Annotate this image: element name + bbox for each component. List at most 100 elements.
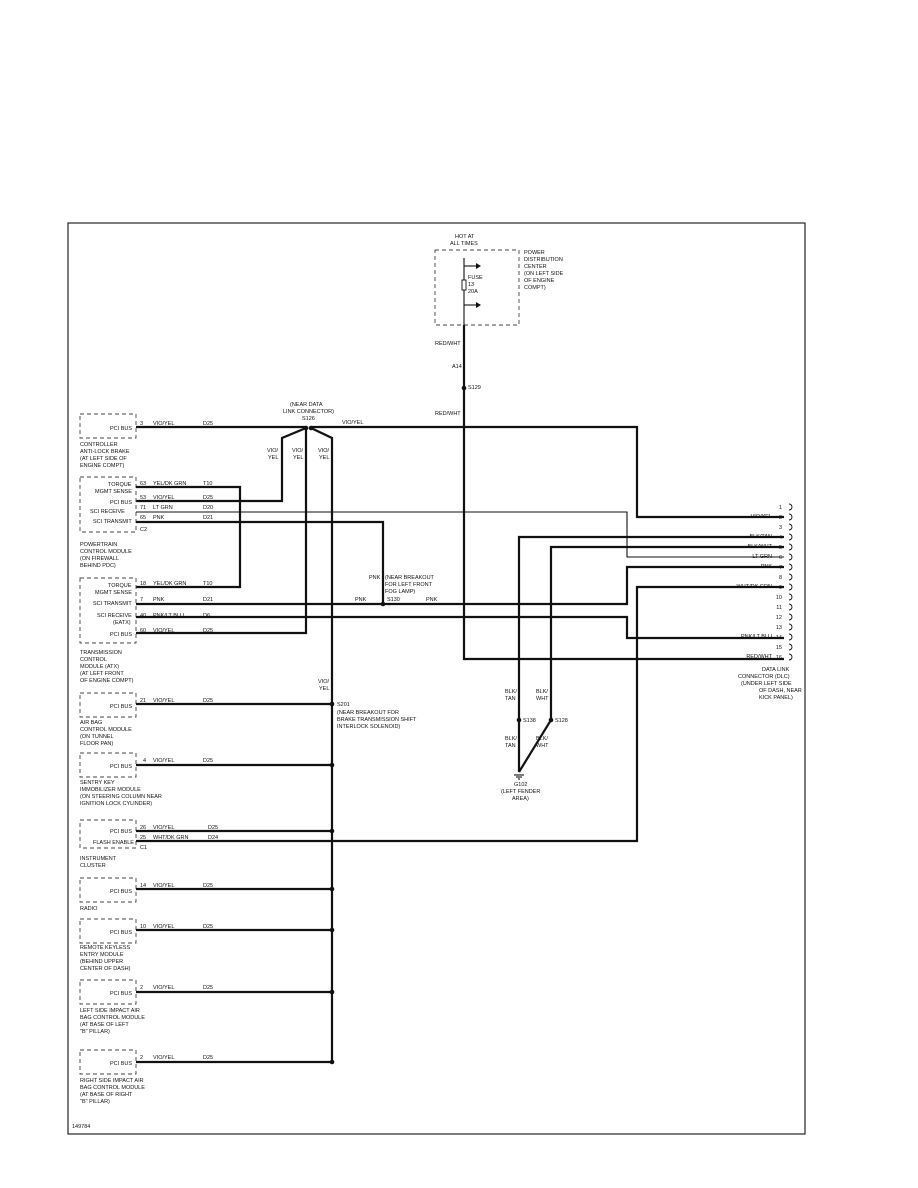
tcm-label-5: OF ENGINE COMPT) bbox=[80, 678, 134, 684]
cluster-module: PCI BUS FLASH ENABLE 26 VIO/YEL D25 25 W… bbox=[79, 819, 218, 869]
rke-label-1: REMOTE KEYLESS bbox=[80, 945, 130, 951]
right-sab-module: PCI BUS 2 VIO/YEL D25 RIGHT SIDE IMPACT … bbox=[79, 1049, 213, 1105]
pcm-label-3: (ON FIREWALL bbox=[80, 556, 119, 562]
dlc-pin-number: 9 bbox=[779, 585, 782, 591]
tcm-pin-name-3: SCI RECEIVE bbox=[97, 613, 132, 619]
s126-drop-3a: VIO/ bbox=[318, 448, 329, 454]
cluster-color-1: WHT/DK GRN bbox=[153, 835, 188, 841]
s126-drop-1a: VIO/ bbox=[267, 448, 278, 454]
gnd-lower-left-1: BLK/ bbox=[505, 736, 517, 742]
hot-at-label-1: HOT AT bbox=[455, 234, 475, 240]
red-wht-feed-to-dlc bbox=[462, 388, 784, 661]
pcm-circuit-2: D25 bbox=[203, 495, 213, 501]
dlc-pin-number: 5 bbox=[779, 545, 782, 551]
gnd-lower-right-2: WHT bbox=[536, 743, 549, 749]
tcm-label-1: TRANSMISSION bbox=[80, 650, 122, 656]
dlc-pin-number: 2 bbox=[779, 515, 782, 521]
dlc-pin-wire-label: BLK/TAN bbox=[749, 534, 772, 540]
cluster-circuit-0: D25 bbox=[208, 825, 218, 831]
rke-splice-dot bbox=[329, 927, 335, 933]
s130-id: S130 bbox=[387, 597, 400, 603]
s126-drop-pcm bbox=[136, 426, 307, 503]
dlc-pin-wire-label: BLK/WHT bbox=[748, 544, 773, 550]
cluster-color-0: VIO/YEL bbox=[153, 825, 174, 831]
gnd-upper-left-1: BLK/ bbox=[505, 689, 517, 695]
skim-pin-label: PCI BUS bbox=[110, 764, 132, 770]
rke-pin-label: PCI BUS bbox=[110, 930, 132, 936]
tcm-pin-name-5: PCI BUS bbox=[110, 632, 132, 638]
radio-pin-label: PCI BUS bbox=[110, 889, 132, 895]
skim-color: VIO/YEL bbox=[153, 758, 174, 764]
dlc-pin-socket bbox=[788, 623, 793, 631]
tcm-circuit-5: D25 bbox=[203, 628, 213, 634]
gnd-upper-left-2: TAN bbox=[505, 696, 516, 702]
cluster-pin-name-1: FLASH ENABLE bbox=[93, 840, 134, 846]
pcm-pin-2: 53 bbox=[140, 495, 146, 501]
pdc-arrow-2 bbox=[476, 302, 481, 308]
left-sab-label-3: (AT BASE OF LEFT bbox=[80, 1022, 129, 1028]
fuse-symbol bbox=[461, 279, 467, 291]
abs-pin: 3 bbox=[140, 421, 143, 427]
s130-pnk-left: PNK bbox=[369, 575, 381, 581]
pcm-color-4: PNK bbox=[153, 515, 165, 521]
pcm-module: TORQUE MGMT SENSE PCI BUS SCI RECEIVE SC… bbox=[79, 476, 213, 569]
pcm-color-0: YEL/DK GRN bbox=[153, 481, 186, 487]
skim-module: PCI BUS 4 VIO/YEL D25 SENTRY KEY IMMOBIL… bbox=[79, 752, 213, 807]
abs-pin-label: PCI BUS bbox=[110, 426, 132, 432]
s130-label-3: FOG LAMP) bbox=[385, 589, 415, 595]
pdc-label-5: OF ENGINE bbox=[524, 278, 555, 284]
blk-tan-wire bbox=[517, 535, 784, 772]
left-sab-color: VIO/YEL bbox=[153, 985, 174, 991]
tcm-circuit-2: D21 bbox=[203, 597, 213, 603]
dlc-pin-number: 16 bbox=[776, 655, 782, 661]
tcm-color-2: PNK bbox=[153, 597, 165, 603]
dlc-pin-number: 6 bbox=[779, 555, 782, 561]
skim-circuit: D25 bbox=[203, 758, 213, 764]
circuit-a14-label: A14 bbox=[452, 364, 462, 370]
cluster-pin-0: 26 bbox=[140, 825, 146, 831]
dlc-pin-number: 8 bbox=[779, 575, 782, 581]
pcm-circuit-4: D21 bbox=[203, 515, 213, 521]
airbag-label-3: (ON TUNNEL bbox=[80, 734, 114, 740]
dlc-label-5: KICK PANEL) bbox=[759, 695, 793, 701]
abs-label-3: (AT LEFT SIDE OF bbox=[80, 456, 127, 462]
airbag-label-2: CONTROL MODULE bbox=[80, 727, 132, 733]
s126-drop-s201 bbox=[136, 427, 334, 1064]
s126-label-2: LINK CONNECTOR) bbox=[283, 409, 334, 415]
red-wht-label-2: RED/WHT bbox=[435, 411, 461, 417]
flash-enable-wire bbox=[136, 585, 784, 843]
dlc-pin-socket bbox=[788, 593, 793, 601]
sci-receive-tcm-wire bbox=[136, 615, 784, 640]
dlc-pin-wire-label: VIO/YEL bbox=[751, 514, 772, 520]
fuse-label-2: 13 bbox=[468, 282, 474, 288]
s130-label-1: (NEAR BREAKOUT bbox=[385, 575, 435, 581]
right-sab-label-4: "B" PILLAR) bbox=[80, 1099, 110, 1105]
airbag-pin: 21 bbox=[140, 698, 146, 704]
rke-pin: 10 bbox=[140, 924, 146, 930]
ground-label-2: AREA) bbox=[512, 796, 529, 802]
airbag-color: VIO/YEL bbox=[153, 698, 174, 704]
dlc-pin-number: 12 bbox=[776, 615, 782, 621]
cluster-circuit-1: D24 bbox=[208, 835, 218, 841]
pcm-pin-name-0: TORQUE bbox=[108, 482, 132, 488]
s126-label-1: (NEAR DATA bbox=[290, 402, 323, 408]
power-distribution-center: HOT AT ALL TIMES POWER DISTRIBUTION CENT… bbox=[434, 234, 564, 326]
skim-label-1: SENTRY KEY bbox=[80, 780, 115, 786]
s130-pnk-mid: PNK bbox=[355, 597, 367, 603]
dlc-pin-number: 11 bbox=[776, 605, 782, 611]
pdc-label-2: DISTRIBUTION bbox=[524, 257, 563, 263]
cluster-box bbox=[79, 819, 137, 849]
tcm-box bbox=[79, 577, 137, 644]
tcm-module: TORQUE MGMT SENSE SCI TRANSMIT SCI RECEI… bbox=[79, 577, 213, 684]
skim-label-3: (ON STEERING COLUMN NEAR bbox=[80, 794, 162, 800]
cluster-connector: C1 bbox=[140, 845, 147, 851]
ground-id: G102 bbox=[514, 782, 527, 788]
sci-transmit-pcm-wire bbox=[136, 520, 385, 604]
dlc-pin-socket bbox=[788, 543, 793, 551]
dlc-pin-socket bbox=[788, 613, 793, 621]
skim-label-2: IMMOBILIZER MODULE bbox=[80, 787, 141, 793]
splice-s126: (NEAR DATA LINK CONNECTOR) S126 VIO/YEL … bbox=[267, 402, 363, 461]
rke-box bbox=[79, 918, 137, 944]
s130-pnk-right: PNK bbox=[426, 597, 438, 603]
